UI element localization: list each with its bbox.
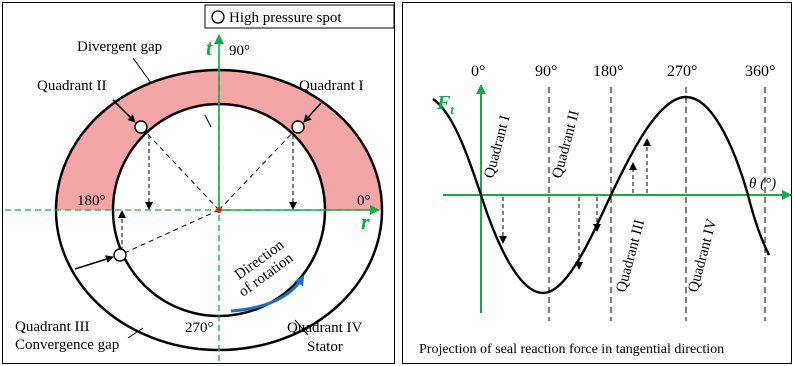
seal-geometry-diagram: High pressure spot [5,4,395,363]
radial-line-q3 [119,209,220,256]
radial-line-q2 [140,126,220,211]
pointer-arrow-q1 [303,102,322,123]
shaft-tick [204,114,212,128]
divergent-gap-label: Divergent gap [77,39,162,55]
chart-caption: Projection of seal reaction force in tan… [419,342,724,357]
tick-180: 180° [593,63,623,80]
leader-convergence-gap [127,327,144,339]
x-axis-label: θ (°) [749,176,776,192]
chart-quadrant-3-label: Quadrant III [613,218,648,294]
chart-quadrant-2-label: Quadrant II [549,109,582,180]
seal-geometry-panel: High pressure spot [2,2,395,364]
divergent-gap-region [56,70,382,210]
leader-stator [294,319,309,336]
convergence-gap-label: Convergence gap [15,337,119,353]
r-axis-label: r [361,209,370,234]
high-pressure-spot-q1 [291,120,305,134]
quadrant-2-label: Quadrant II [37,78,107,94]
tick-360: 360° [745,63,775,80]
chart-quadrant-4-label: Quadrant IV [685,217,720,294]
quadrant-4-label: Quadrant IV [287,320,363,336]
radial-line-q1 [218,126,299,211]
high-pressure-spot-legend-icon [211,10,225,24]
t-axis-label: t [206,35,213,60]
legend-label: High pressure spot [229,10,342,26]
tick-90: 90° [535,63,557,80]
deg-90-label: 90° [229,43,250,59]
projection-chart-panel: 0° 90° 180° 270° 360° Ft θ (°) Quadrant … [402,2,792,364]
pointer-arrow-q2 [112,99,136,123]
high-pressure-spot-q3 [113,248,127,262]
quadrant-3-label: Quadrant III [15,319,90,335]
leader-divergent-gap [132,57,152,84]
high-pressure-spot-q2 [134,120,148,134]
projection-chart: 0° 90° 180° 270° 360° Ft θ (°) Quadrant … [419,63,792,357]
y-axis-label: Ft [436,92,454,117]
tick-270: 270° [667,63,697,80]
tick-0: 0° [471,63,485,80]
chart-quadrant-1-label: Quadrant I [481,114,513,181]
force-curve [432,95,771,295]
deg-0-label: 0° [357,193,371,209]
center-point [216,207,222,213]
deg-180-label: 180° [77,193,106,209]
rotation-direction-arrow [230,275,305,313]
quadrant-1-label: Quadrant I [299,78,364,94]
pointer-arrow-q3 [74,255,114,270]
stator-label: Stator [307,339,343,355]
deg-270-label: 270° [185,320,214,336]
legend-box [204,4,395,29]
